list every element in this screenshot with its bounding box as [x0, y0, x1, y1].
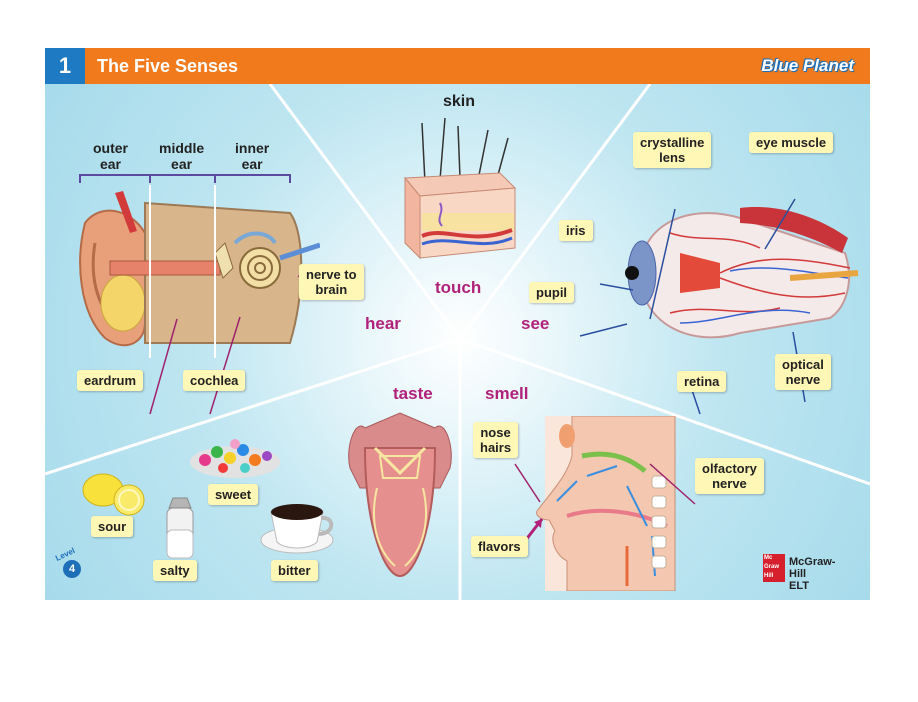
sour-label: sour — [91, 516, 134, 537]
coffee-cup-icon — [260, 504, 334, 554]
nose-illustration — [536, 416, 676, 591]
nose-hairs-label: nose hairs — [473, 422, 519, 458]
lesson-number: 1 — [45, 48, 85, 84]
middle-ear-label: middle ear — [159, 140, 205, 172]
sector-dividers — [45, 84, 870, 600]
publisher-logo-mark: Mc Graw Hill — [763, 554, 785, 582]
optical-nerve-label: optical nerve — [775, 354, 831, 390]
eye-illustration — [625, 207, 859, 339]
nerve-to-brain-label: nerve to brain — [299, 264, 364, 300]
bitter-label: bitter — [271, 560, 318, 581]
touch-sense-label: touch — [435, 278, 482, 297]
publisher-name: McGraw-Hill ELT — [789, 556, 836, 592]
olfactory-nerve-label: olfactory nerve — [695, 458, 764, 494]
pupil-label: pupil — [529, 282, 575, 303]
taste-sense-label: taste — [393, 384, 433, 403]
candy-pile — [190, 439, 280, 478]
ear-illustration — [79, 174, 320, 358]
level-number: 4 — [63, 560, 81, 578]
hear-sense-label: hear — [365, 314, 401, 333]
lemon-icon — [82, 473, 145, 516]
level-badge: Level 4 — [54, 546, 87, 584]
crystalline-lens-label: crystalline lens — [633, 132, 712, 168]
eardrum-label: eardrum — [77, 370, 144, 391]
skin-illustration — [403, 118, 517, 260]
salty-label: salty — [153, 560, 197, 581]
poster-title: The Five Senses — [97, 56, 239, 76]
sweet-label: sweet — [208, 484, 259, 505]
retina-label: retina — [677, 371, 727, 392]
eye-muscle-label: eye muscle — [749, 132, 834, 153]
flavors-label: flavors — [471, 536, 528, 557]
poster: 1 The Five Senses Blue Planet outer ear … — [45, 48, 870, 600]
tongue-illustration — [348, 412, 452, 578]
cochlea-label: cochlea — [183, 370, 246, 391]
salt-shaker-icon — [166, 497, 194, 559]
inner-ear-label: inner ear — [235, 140, 270, 172]
smell-sense-label: smell — [485, 384, 529, 403]
see-sense-label: see — [521, 314, 550, 333]
header-bar: 1 The Five Senses Blue Planet — [45, 48, 870, 84]
iris-label: iris — [559, 220, 593, 241]
outer-ear-label: outer ear — [93, 140, 128, 172]
brand-logo: Blue Planet — [761, 56, 854, 75]
skin-title: skin — [443, 93, 476, 110]
